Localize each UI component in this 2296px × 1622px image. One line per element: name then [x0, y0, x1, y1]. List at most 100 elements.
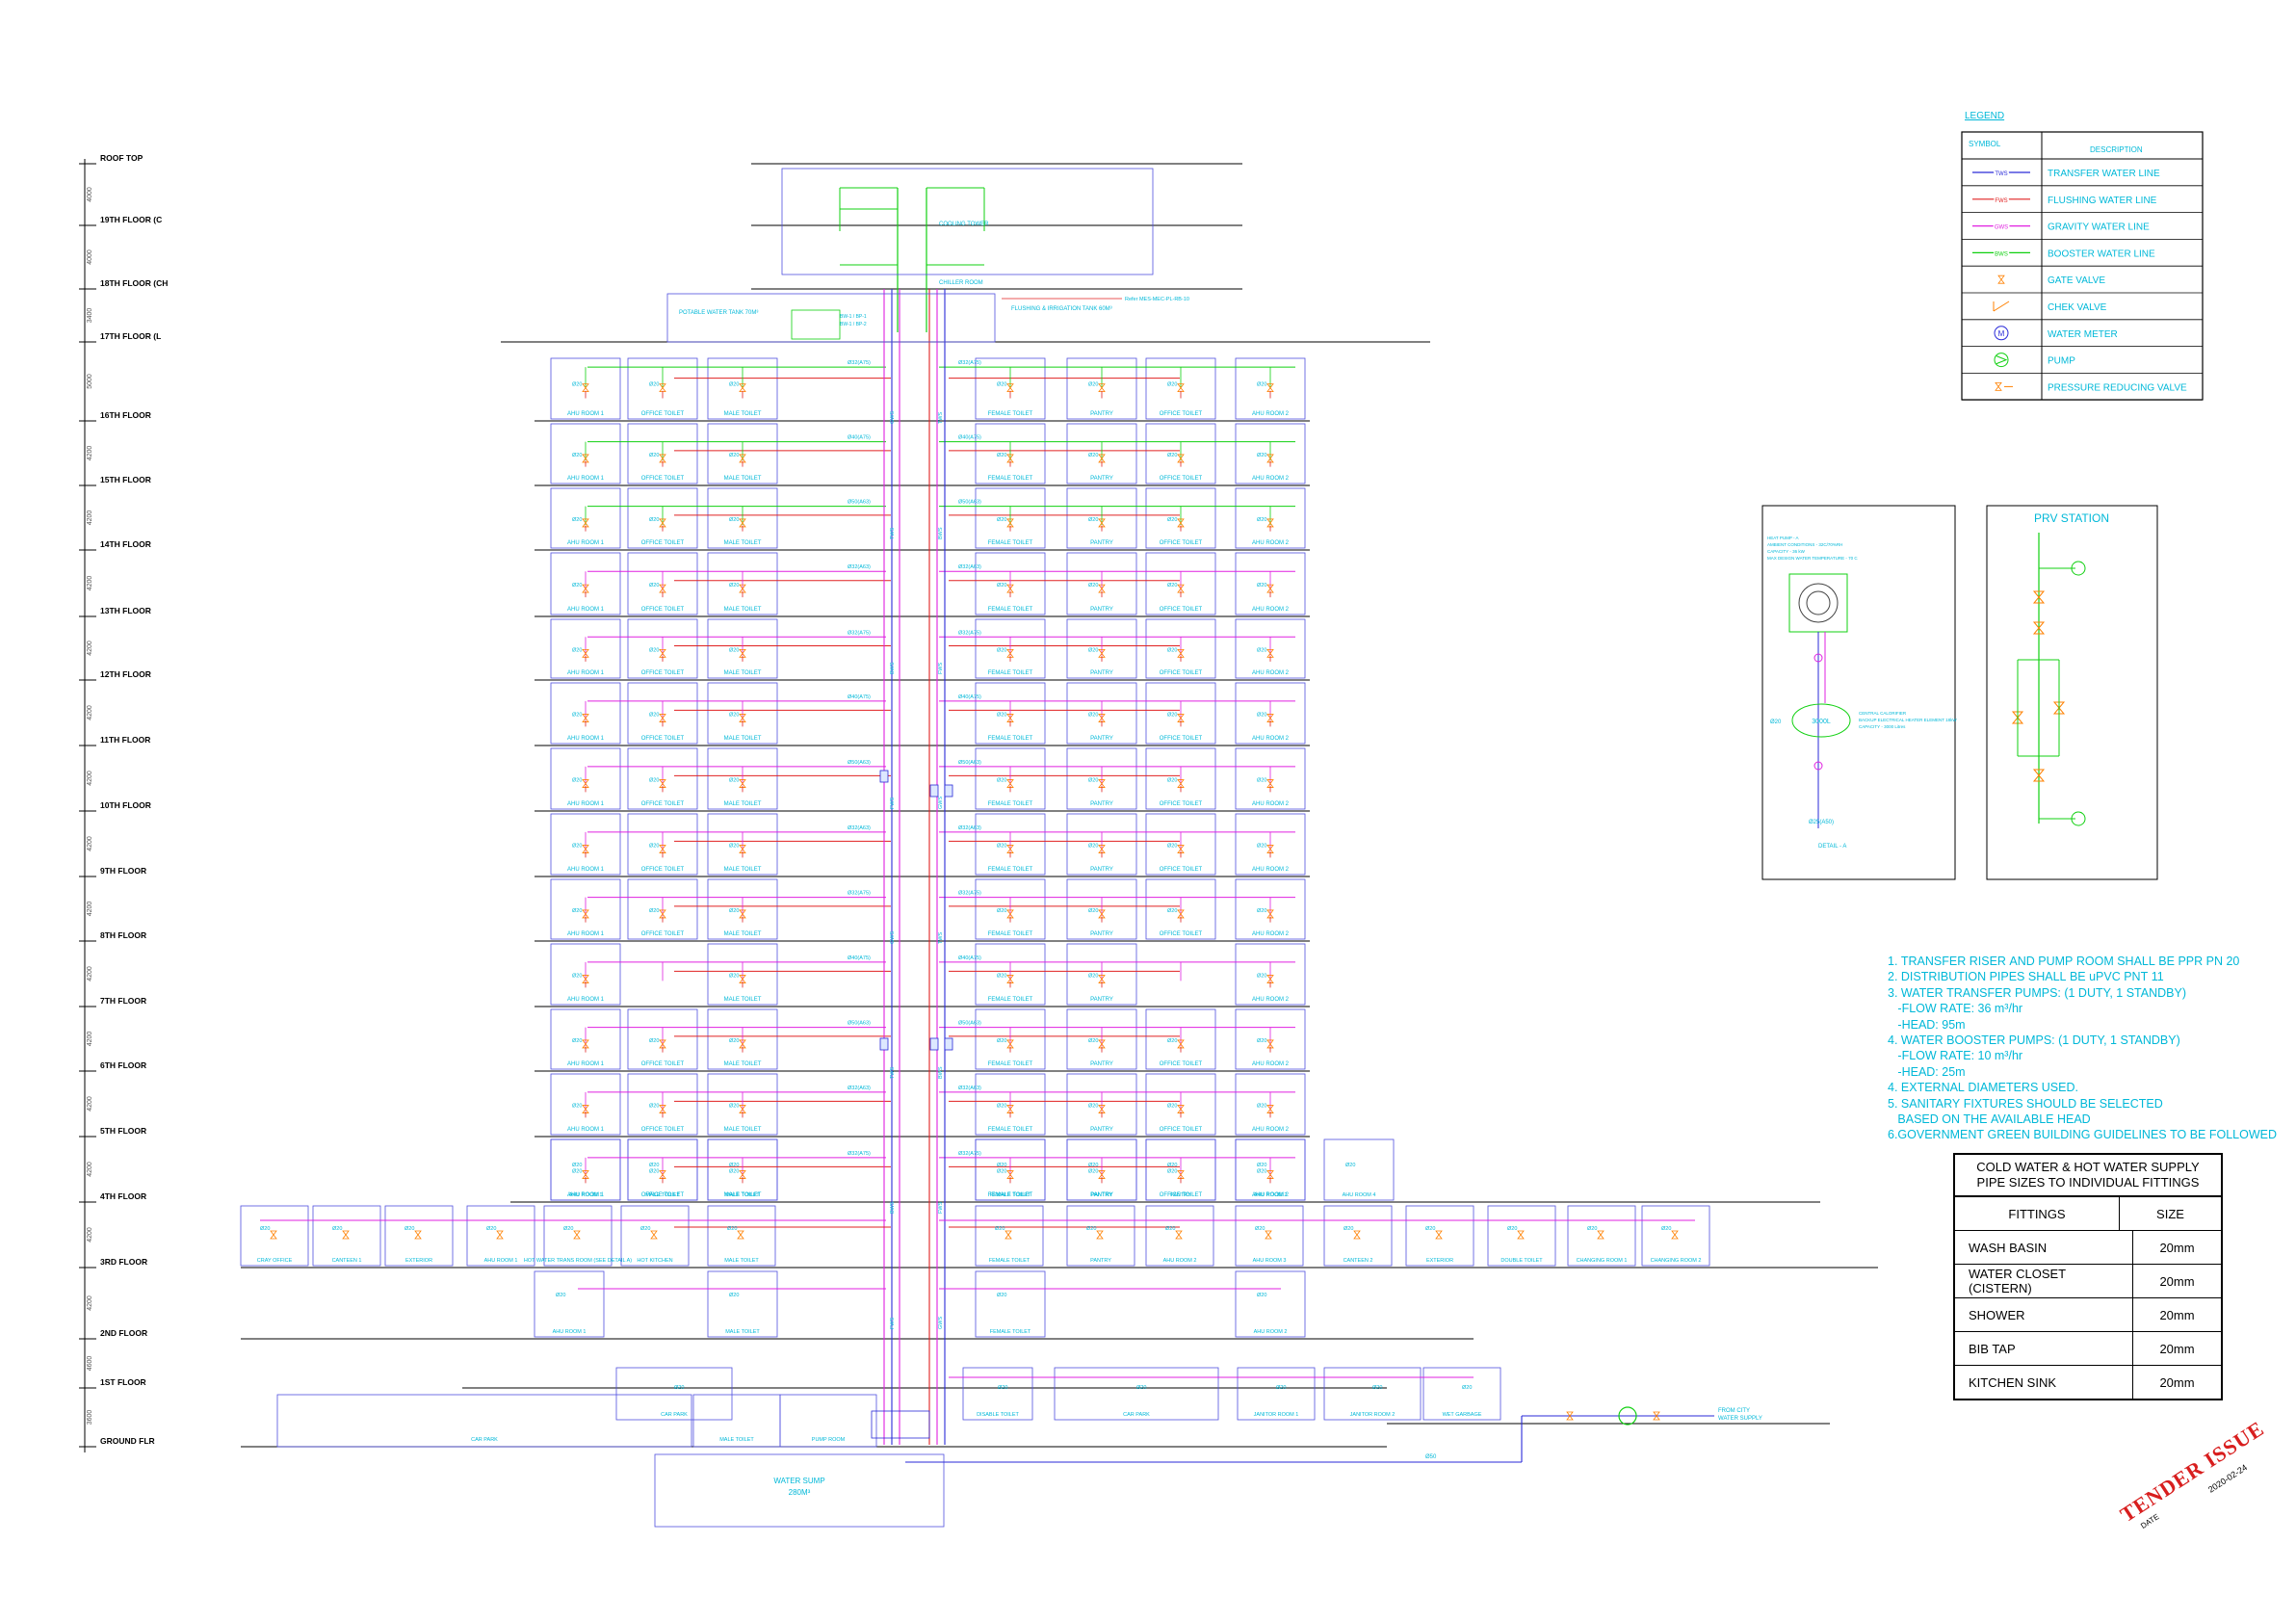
- room-box: [543, 1205, 613, 1267]
- general-notes: 1. TRANSFER RISER AND PUMP ROOM SHALL BE…: [1888, 954, 2277, 1143]
- gate-valve-icon: [1266, 909, 1274, 919]
- gate-valve-icon: [1671, 1230, 1679, 1240]
- pipe-size-label: Ø32(A75): [958, 360, 981, 366]
- gate-valve-icon: [739, 454, 746, 463]
- fixture-label: Ø20: [997, 453, 1006, 458]
- gate-valve-icon: [582, 779, 589, 788]
- fixture-label: Ø20: [729, 908, 739, 914]
- room-label: AHU ROOM 1: [567, 540, 605, 546]
- gate-valve-icon: [739, 714, 746, 722]
- room-label: MALE TOILET: [724, 670, 762, 676]
- fixture-label: Ø20: [1257, 974, 1266, 980]
- gate-valve-icon: [1006, 714, 1014, 722]
- fixture-label: Ø20: [729, 1169, 739, 1175]
- room-label: PUMP ROOM: [812, 1437, 846, 1443]
- room-label: AHU ROOM 1: [569, 1192, 603, 1198]
- riser-label: TWS: [890, 527, 896, 539]
- pipe-size-label: Ø40(A75): [848, 694, 871, 700]
- gate-valve-icon: [1098, 584, 1106, 593]
- floor-height: 4200: [87, 576, 93, 591]
- heat-pump-note: AMBIENT CONDITIONS - 32C/70%RH: [1767, 542, 1842, 547]
- gate-valve-icon: [582, 584, 589, 593]
- fixture-label: Ø20: [1167, 517, 1177, 523]
- floor-label: 8TH FLOOR: [100, 930, 146, 940]
- gate-valve-icon: [582, 584, 589, 593]
- gate-valve-icon: [739, 1170, 746, 1179]
- room-box: [1066, 552, 1137, 615]
- gate-valve-icon: [582, 1105, 589, 1113]
- gate-valve-icon: [659, 518, 666, 528]
- fixture-label: Ø20: [997, 1293, 1006, 1298]
- room-label: AHU ROOM 1: [567, 1061, 605, 1067]
- note-line: BASED ON THE AVAILABLE HEAD: [1888, 1112, 2091, 1127]
- fixture-label: Ø20: [1661, 1226, 1671, 1232]
- gate-valve-icon: [1098, 845, 1106, 853]
- fixture-label: Ø20: [649, 583, 659, 589]
- room-box: [707, 487, 778, 549]
- fixture-label: Ø20: [649, 381, 659, 387]
- room-box: [707, 1205, 776, 1267]
- fixture-label: Ø20: [572, 517, 582, 523]
- room-label: FEMALE TOILET: [990, 1329, 1031, 1335]
- room-label: OFFICE TOILET: [641, 931, 685, 937]
- gate-valve-icon: [2032, 769, 2046, 782]
- fixture-label: Ø20: [1167, 778, 1177, 784]
- room-label: PANTRY: [1090, 607, 1113, 613]
- gate-valve-icon: [739, 975, 746, 983]
- fixture-label: Ø20: [1167, 381, 1177, 387]
- fixture-label: Ø20: [1257, 844, 1266, 850]
- gate-valve-icon: [659, 454, 666, 463]
- fixture-label: Ø20: [556, 1293, 565, 1298]
- table-row: WATER CLOSET (CISTERN)20mm: [1955, 1265, 2221, 1298]
- room-label: CAR PARK: [1123, 1412, 1150, 1418]
- floor-label: 12TH FLOOR: [100, 669, 151, 679]
- room-label: MALE TOILET: [725, 1192, 760, 1198]
- gate-valve-icon: [1177, 1105, 1185, 1113]
- calorifier-note: BACKUP ELECTRICAL HEATER ELEMENT 18kW: [1859, 718, 1957, 722]
- gate-valve-icon: [739, 454, 746, 463]
- floor-label: ROOF TOP: [100, 153, 144, 163]
- floor-height: 4200: [87, 966, 93, 981]
- gate-valve-icon: [659, 584, 666, 593]
- gate-valve-icon: [659, 584, 666, 593]
- room-box: [1235, 943, 1306, 1006]
- gate-valve-icon: [1266, 1039, 1274, 1049]
- room-label: HOT WATER TRANS ROOM (SEE DETAIL A): [524, 1258, 632, 1264]
- room-label: CANTEEN 2: [1344, 1258, 1373, 1264]
- water-meter-icon: [1618, 1406, 1637, 1426]
- gate-valve-icon: [659, 383, 666, 393]
- room-label: AHU ROOM 1: [567, 997, 605, 1003]
- legend-description: FLUSHING WATER LINE: [2048, 196, 2157, 206]
- room-label: FEMALE TOILET: [988, 1127, 1033, 1133]
- room-label: EXTERIOR: [1426, 1258, 1453, 1264]
- gate-valve-icon: [1266, 383, 1274, 393]
- room-box: [1066, 487, 1137, 549]
- gate-valve-icon: [1266, 975, 1274, 983]
- gate-valve-icon: [1006, 1039, 1014, 1049]
- floor-label: 7TH FLOOR: [100, 996, 146, 1006]
- heat-pump-note: MAX DESIGN WATER TEMPERATURE - 70 C: [1767, 556, 1858, 561]
- room-box: [975, 813, 1046, 876]
- room-label: OFFICE TOILET: [1160, 1061, 1203, 1067]
- gate-valve-icon: [1098, 648, 1106, 658]
- room-label: AHU ROOM 2: [1252, 411, 1290, 417]
- fixture-label: Ø20: [1088, 1104, 1098, 1110]
- gate-valve-icon: [1006, 454, 1014, 463]
- fixture-label: Ø20: [1088, 517, 1098, 523]
- room-box: [1066, 1138, 1137, 1201]
- room-label: PANTRY: [1090, 801, 1113, 807]
- chiller-room-label: CHILLER ROOM: [939, 280, 983, 286]
- room-label: AHU ROOM 4: [1343, 1192, 1376, 1198]
- gate-valve-icon: [739, 909, 746, 919]
- gate-valve-icon: [1266, 1170, 1274, 1179]
- riser-label: FWS: [890, 1317, 896, 1329]
- room-box: [1145, 357, 1216, 420]
- room-label: FEMALE TOILET: [988, 540, 1033, 546]
- fixture-label: Ø20: [649, 908, 659, 914]
- room-box: [975, 552, 1046, 615]
- room-label: CHANGING ROOM 1: [1577, 1258, 1628, 1264]
